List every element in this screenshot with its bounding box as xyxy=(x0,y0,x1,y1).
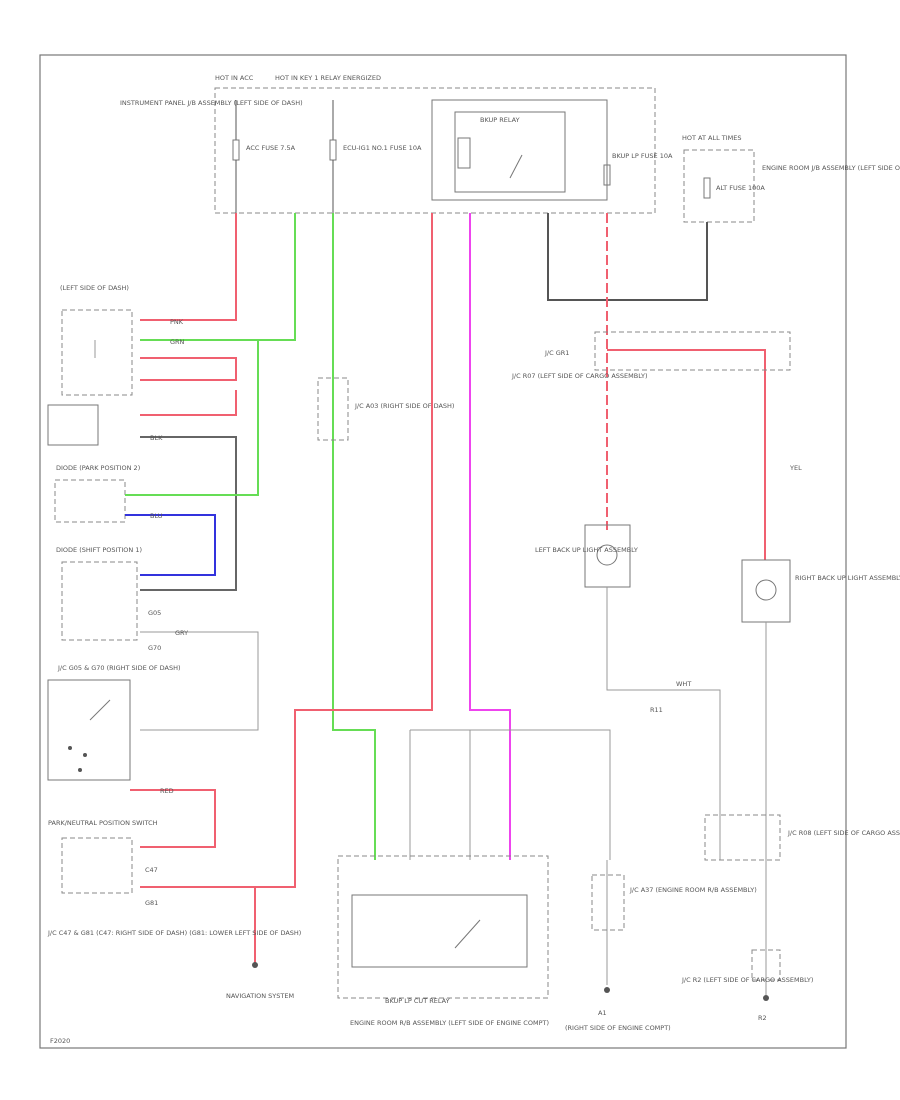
left-connector-box xyxy=(61,309,133,396)
label-alt-fuse: ALT FUSE 100A xyxy=(716,184,765,192)
wire-green-upper xyxy=(140,213,296,341)
wire-magenta xyxy=(469,213,511,860)
ecu-fuse-symbol xyxy=(329,139,337,161)
alt-fuse-symbol xyxy=(703,177,711,199)
diode-shift-box xyxy=(61,561,138,641)
label-diode-park2: DIODE (SHIFT POSITION 1) xyxy=(56,546,142,554)
wire-gray-g05 xyxy=(140,631,259,731)
label-bkup-lp-relay: BKUP LP CUT RELAY xyxy=(385,997,450,1005)
left-backup-light xyxy=(584,524,631,588)
switch-contact-2 xyxy=(83,753,87,757)
jc-r07-box xyxy=(594,331,791,371)
label-bkup-lp-fuse: BKUP LP FUSE 10A xyxy=(612,152,673,160)
label-hot-in-key: HOT IN KEY 1 RELAY ENERGIZED xyxy=(275,74,381,82)
label-r2: R2 xyxy=(758,1014,767,1022)
switch-contact-1 xyxy=(68,746,72,750)
r2-ground xyxy=(763,995,769,1001)
wire-white-black-top xyxy=(410,729,611,860)
tag-pnk-1: PNK xyxy=(170,318,184,326)
label-jc-c47: J/C C47 & G81 (C47: RIGHT SIDE OF DASH) … xyxy=(47,929,301,937)
bkup-relay-housing xyxy=(431,99,608,201)
left-backup-bulb-icon xyxy=(596,544,618,566)
tag-blu-1: BLU xyxy=(150,512,163,520)
label-instrument-panel: INSTRUMENT PANEL J/B ASSEMBLY (LEFT SIDE… xyxy=(120,99,303,107)
bkup-relay-coil xyxy=(457,137,471,169)
a1-ground xyxy=(604,987,610,993)
acc-fuse-symbol xyxy=(232,139,240,161)
jc-a37-box xyxy=(591,874,625,931)
jc-a03-box xyxy=(317,377,349,441)
wire-red-loop xyxy=(140,357,237,381)
label-hot-in-acc: HOT IN ACC xyxy=(215,74,254,82)
relay-contact xyxy=(454,919,481,949)
wire-black-alt xyxy=(547,213,708,301)
label-right-side-engine: (RIGHT SIDE OF ENGINE COMPT) xyxy=(565,1024,671,1032)
label-g70: G70 xyxy=(148,644,161,652)
label-engine-room-relay: ENGINE ROOM R/B ASSEMBLY (LEFT SIDE OF E… xyxy=(350,1019,549,1027)
label-bkup-relay: BKUP RELAY xyxy=(480,116,520,124)
switch-contact-3 xyxy=(78,768,82,772)
label-diode-park1: DIODE (PARK POSITION 2) xyxy=(56,464,140,472)
label-r11: R11 xyxy=(650,706,663,714)
tag-red-1: RED xyxy=(160,787,174,795)
tag-blk-1: BLK xyxy=(150,434,163,442)
label-a1: A1 xyxy=(598,1009,607,1017)
diagram-frame xyxy=(39,54,847,1049)
right-backup-light xyxy=(741,559,791,623)
wire-black-diode xyxy=(140,436,237,591)
label-engine-room-jb: ENGINE ROOM J/B ASSEMBLY (LEFT SIDE OF E… xyxy=(762,164,900,172)
shift-switch-box xyxy=(47,679,131,781)
instrument-panel-jb-box xyxy=(214,87,656,214)
wire-blue-diode xyxy=(125,514,216,576)
wire-green-diode xyxy=(125,340,259,496)
shift-switch-lever xyxy=(89,699,111,721)
label-jc-g05: J/C G05 & G70 (RIGHT SIDE OF DASH) xyxy=(57,664,181,672)
tag-wht-1: WHT xyxy=(676,680,691,688)
park-neutral-box xyxy=(61,837,133,894)
label-navigation: NAVIGATION SYSTEM xyxy=(226,992,294,1000)
label-jc-a03: J/C A03 (RIGHT SIDE OF DASH) xyxy=(354,402,454,410)
label-c47: C47 xyxy=(145,866,158,874)
label-acc-fuse: ACC FUSE 7.5A xyxy=(246,144,296,152)
label-right-backup: RIGHT BACK UP LIGHT ASSEMBLY xyxy=(795,574,900,582)
label-jc-r07: J/C R07 (LEFT SIDE OF CARGO ASSEMBLY) xyxy=(511,372,648,380)
label-g05: G05 xyxy=(148,609,161,617)
wire-red-relay xyxy=(255,213,433,888)
frame-code: F2020 xyxy=(50,1037,70,1045)
diode-park-box xyxy=(54,479,126,523)
right-backup-bulb-icon xyxy=(755,579,777,601)
label-jc-gr1: J/C GR1 xyxy=(544,349,569,357)
label-left-backup: LEFT BACK UP LIGHT ASSEMBLY xyxy=(535,546,638,554)
label-left-side-dash: (LEFT SIDE OF DASH) xyxy=(60,284,129,292)
bkup-relay-box xyxy=(454,111,566,193)
tag-gry-1: GRY xyxy=(175,629,188,637)
bkup-relay-contact xyxy=(509,154,523,179)
jc-r08-box xyxy=(704,814,781,861)
wire-red-bkup-right xyxy=(607,349,766,560)
diode-block-upper xyxy=(47,404,99,446)
label-g81: G81 xyxy=(145,899,158,907)
label-jc-r08: J/C R08 (LEFT SIDE OF CARGO ASSEMBLY) xyxy=(787,829,900,837)
wire-red-pn xyxy=(130,789,216,848)
engine-room-jb-box xyxy=(683,149,755,223)
bkup-lp-cut-relay-box xyxy=(351,894,528,968)
tag-yel-1: YEL xyxy=(789,464,802,472)
jc-r2-box xyxy=(751,949,781,981)
navigation-terminal xyxy=(252,962,258,968)
wire-green-main xyxy=(332,213,376,860)
label-hot-at-all-times: HOT AT ALL TIMES xyxy=(682,134,742,142)
engine-room-rb-box xyxy=(337,855,549,999)
label-park-neutral: PARK/NEUTRAL POSITION SWITCH xyxy=(48,819,158,827)
wire-white-left-backup xyxy=(606,587,721,860)
wire-acc-red xyxy=(140,213,237,321)
bkup-lp-fuse-symbol xyxy=(603,164,611,186)
label-ecu-fuse: ECU-IG1 NO.1 FUSE 10A xyxy=(343,144,422,152)
tag-grn-1: GRN xyxy=(170,338,185,346)
label-jc-r2: J/C R2 (LEFT SIDE OF CARGO ASSEMBLY) xyxy=(681,976,813,984)
label-jc-a37: J/C A37 (ENGINE ROOM R/B ASSEMBLY) xyxy=(629,886,757,894)
wire-red-diode xyxy=(140,390,237,416)
